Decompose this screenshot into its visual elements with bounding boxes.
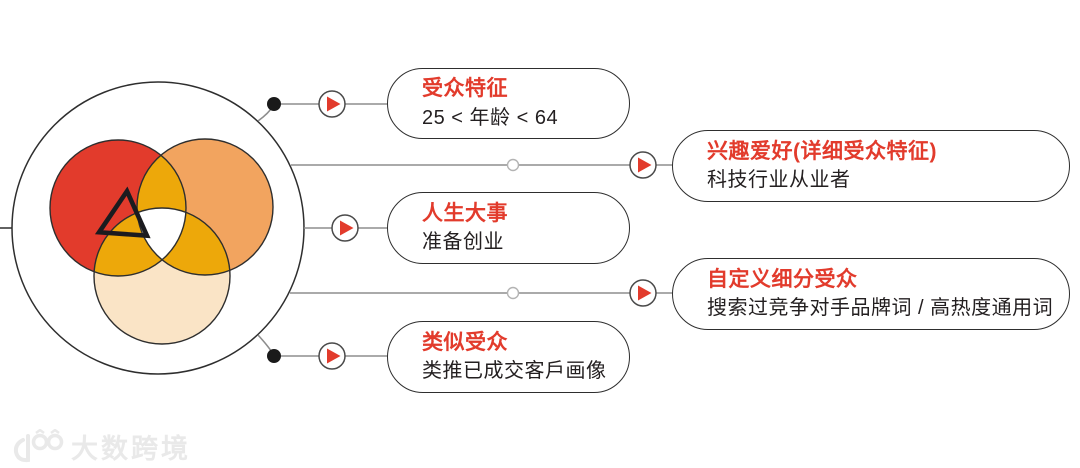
play-icon	[629, 151, 657, 179]
venn-circle-orange-outline	[136, 138, 274, 276]
callout-subtitle: 搜索过竞争对手品牌词 / 高热度通用词	[707, 297, 1054, 320]
callout-subtitle: 准备创业	[422, 231, 504, 254]
callout-title: 兴趣爱好(详细受众特征)	[707, 139, 937, 163]
play-icon	[318, 342, 346, 370]
callout-title: 人生大事	[422, 201, 508, 225]
callout-pill-lookalike-audience: 类似受众 类推已成交客戶画像	[387, 321, 630, 393]
callout-pill-interests: 兴趣爱好(详细受众特征) 科技行业从业者	[672, 130, 1070, 202]
play-icon	[318, 90, 346, 118]
triangle-marker-icon	[94, 186, 151, 239]
callout-title: 自定义细分受众	[707, 267, 858, 291]
venn-center-overlap	[137, 208, 186, 275]
play-icon	[629, 279, 657, 307]
callout-subtitle: 科技行业从业者	[707, 169, 851, 192]
venn-circle-red-outline	[49, 139, 187, 277]
callout-subtitle: 25 < 年龄 < 64	[422, 106, 559, 129]
watermark: 大数跨境	[12, 427, 191, 466]
callout-pill-life-events: 人生大事 准备创业	[387, 192, 630, 264]
venn-circle-cream-outline	[93, 207, 231, 345]
callout-title: 类似受众	[422, 330, 508, 354]
dashukuajing-logo-icon	[13, 428, 64, 462]
callout-pill-custom-audience: 自定义细分受众 搜索过竞争对手品牌词 / 高热度通用词	[672, 258, 1070, 330]
callout-title: 受众特征	[422, 77, 508, 101]
connector-ring-icon	[506, 286, 520, 300]
callout-subtitle: 类推已成交客戶画像	[422, 360, 607, 383]
play-icon	[331, 214, 359, 242]
watermark-text: 大数跨境	[71, 434, 191, 464]
junction-dot-bottom	[267, 349, 281, 363]
connector-ring-icon	[506, 158, 520, 172]
junction-dot-top	[267, 97, 281, 111]
callout-pill-audience-traits: 受众特征 25 < 年龄 < 64	[387, 68, 630, 139]
